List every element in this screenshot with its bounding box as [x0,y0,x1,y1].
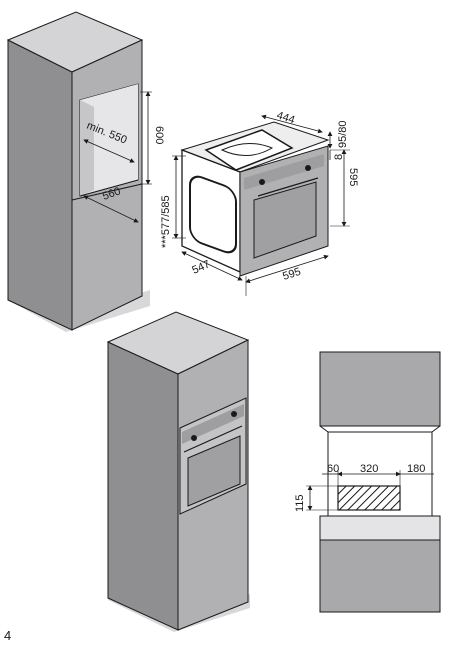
vent-left-label: 60 [327,463,339,475]
oven-height-label: 595 [347,168,359,186]
niche-height-label: 600 [153,126,165,144]
tall-cabinet-niche-figure: 600 min. 550 560 [6,11,165,332]
oven-gap-label: 8 [333,154,345,160]
oven-body-depth-label: 547 [190,258,212,276]
oven-offset-label: 95/80 [337,120,349,148]
oven-width-label: 595 [281,266,302,283]
vent-height-label: 115 [294,494,306,512]
ventilation-opening [337,485,401,511]
oven-dimensions-figure: 444 95/80 8 595 ***577/585 547 595 [160,109,359,296]
built-in-oven-cabinet-figure [106,311,250,632]
ventilation-opening-figure: 60 320 180 115 [294,351,441,613]
vent-right-label: 180 [407,463,425,475]
oven-side-depth-label: ***577/585 [160,195,172,248]
cabinet-depth-label: 560 [101,185,122,203]
page-number: 4 [4,628,11,643]
vent-width-label: 320 [360,463,378,475]
oven-depth-top-label: 444 [275,109,296,126]
